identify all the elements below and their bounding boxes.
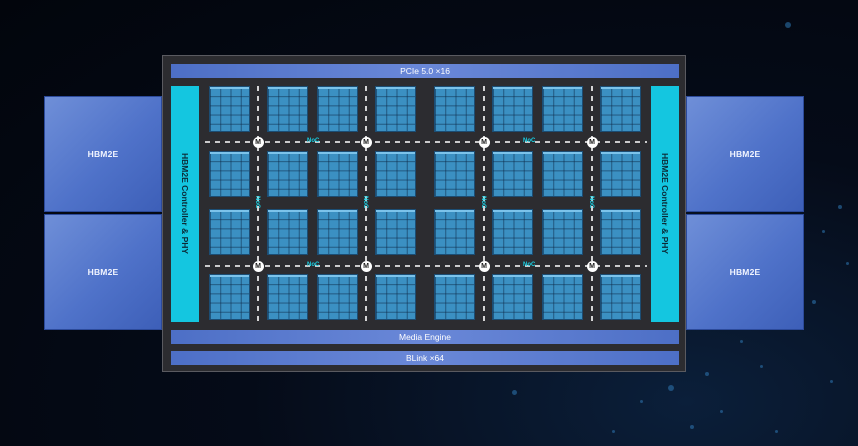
compute-fabric: M M M M M M M M NoC NoC NoC NoC NoC NoC NoC NoC — [163, 56, 687, 373]
hbm-controller-left: HBM2E Controller & PHY — [171, 86, 199, 322]
compute-block — [267, 274, 308, 320]
compute-block — [492, 274, 533, 320]
compute-block — [434, 86, 475, 132]
compute-block — [542, 86, 583, 132]
compute-block — [492, 151, 533, 197]
compute-block — [600, 274, 641, 320]
hbm-controller-right: HBM2E Controller & PHY — [651, 86, 679, 322]
compute-block — [542, 151, 583, 197]
noc-label: NoC — [480, 196, 486, 209]
noc-router: M — [360, 260, 372, 272]
noc-label: NoC — [588, 196, 594, 209]
compute-block — [317, 151, 358, 197]
compute-block — [317, 209, 358, 255]
compute-block — [600, 151, 641, 197]
noc-label: NoC — [307, 262, 320, 268]
noc-label: NoC — [254, 196, 260, 209]
hbm-stack-right-bottom: HBM2E — [686, 214, 804, 330]
noc-lanes — [205, 86, 647, 322]
noc-label: NoC — [523, 262, 536, 268]
compute-block — [317, 274, 358, 320]
compute-block — [209, 151, 250, 197]
chip-die: PCIe 5.0 ×16 HBM2E Controller & PHY HBM2… — [162, 55, 686, 372]
compute-block — [209, 209, 250, 255]
compute-block — [209, 274, 250, 320]
noc-label: NoC — [307, 138, 320, 144]
compute-block — [209, 86, 250, 132]
compute-block — [375, 151, 416, 197]
compute-block — [600, 209, 641, 255]
compute-block — [542, 274, 583, 320]
noc-router: M — [478, 136, 490, 148]
noc-router: M — [360, 136, 372, 148]
media-engine-bar: Media Engine — [171, 330, 679, 344]
noc-label: NoC — [523, 138, 536, 144]
noc-router: M — [586, 136, 598, 148]
noc-router: M — [478, 260, 490, 272]
compute-block — [267, 209, 308, 255]
hbm-controller-left-label: HBM2E Controller & PHY — [180, 153, 190, 255]
pcie-bar: PCIe 5.0 ×16 — [171, 64, 679, 78]
noc-router: M — [252, 136, 264, 148]
compute-block — [375, 86, 416, 132]
compute-block — [542, 209, 583, 255]
compute-block — [267, 86, 308, 132]
compute-block — [434, 274, 475, 320]
compute-block — [600, 86, 641, 132]
compute-block — [317, 86, 358, 132]
compute-block — [375, 209, 416, 255]
noc-label: NoC — [362, 196, 368, 209]
compute-block — [492, 209, 533, 255]
blink-bar: BLink ×64 — [171, 351, 679, 365]
compute-block — [434, 151, 475, 197]
compute-block — [375, 274, 416, 320]
compute-block — [434, 209, 475, 255]
hbm-stack-right-top: HBM2E — [686, 96, 804, 212]
compute-block — [492, 86, 533, 132]
hbm-stack-left-top: HBM2E — [44, 96, 162, 212]
hbm-controller-right-label: HBM2E Controller & PHY — [660, 153, 670, 255]
hbm-stack-left-bottom: HBM2E — [44, 214, 162, 330]
noc-router: M — [586, 260, 598, 272]
compute-block — [267, 151, 308, 197]
noc-router: M — [252, 260, 264, 272]
